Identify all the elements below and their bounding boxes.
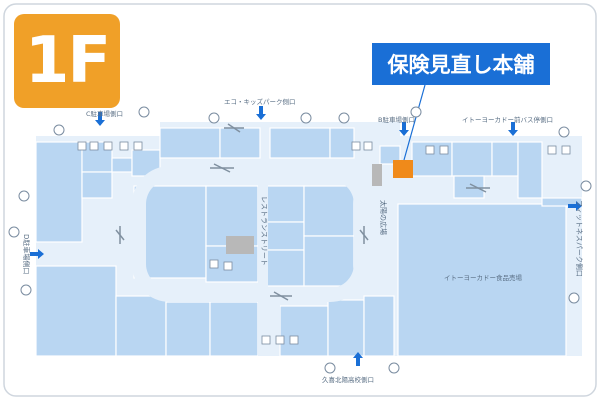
entrance-label-kuki: 久喜北陽高校側口 [322, 375, 374, 384]
entrance-label-fitness: フィットネスパーク側口 [575, 200, 584, 277]
loop-corridor [132, 166, 368, 302]
callout-pointer [403, 84, 426, 161]
area-label-plaza: 太陽の広場 [379, 200, 388, 235]
entrance-label-d: D駐車場側口 [22, 234, 31, 274]
restroom-icons [77, 141, 571, 345]
store-callout: 保険見直し本舗 [372, 43, 550, 85]
entrance-label-b: B駐車場側口 [378, 115, 415, 124]
entrance-arrows [30, 106, 582, 366]
highlighted-store [393, 160, 413, 178]
facility-icons [8, 106, 592, 374]
floor-badge: 1F [14, 14, 120, 108]
entrance-label-eco: エコ・キッズパーク側口 [224, 97, 296, 106]
entrance-label-bus: イトーヨーカドー前バス停側口 [462, 115, 553, 124]
entrance-label-c: C駐車場側口 [86, 109, 123, 118]
service-area [226, 236, 254, 254]
area-label-food: イトーヨーカドー食品売場 [444, 273, 523, 282]
escalator-icons [115, 123, 490, 301]
area-label-rest: レストランストリート [260, 196, 268, 266]
